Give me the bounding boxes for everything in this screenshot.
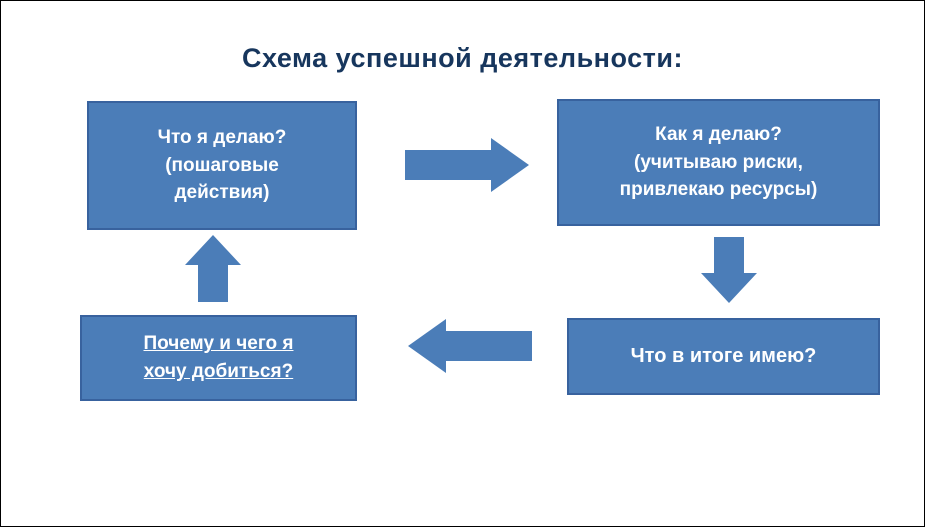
arrow-right-head bbox=[491, 138, 529, 192]
arrow-down-head bbox=[701, 273, 757, 303]
arrow-right-icon bbox=[405, 138, 529, 192]
arrow-down-shaft bbox=[714, 237, 744, 273]
arrow-left-head bbox=[408, 319, 446, 373]
arrow-left-shaft bbox=[446, 331, 532, 361]
box-how-i-do: Как я делаю? (учитываю риски, привлекаю … bbox=[557, 99, 880, 226]
arrow-right-shaft bbox=[405, 150, 491, 180]
box-why-and-goal-label: Почему и чего я хочу добиться? bbox=[143, 333, 294, 382]
arrow-up-icon bbox=[185, 235, 241, 302]
box-what-i-do-label: Что я делаю? (пошаговые действия) bbox=[157, 127, 287, 204]
box-what-i-do: Что я делаю? (пошаговые действия) bbox=[87, 101, 357, 230]
arrow-up-head bbox=[185, 235, 241, 265]
arrow-up-shaft bbox=[198, 265, 228, 302]
arrow-down-icon bbox=[701, 237, 757, 303]
diagram-title: Схема успешной деятельности: bbox=[242, 43, 683, 73]
box-result: Что в итоге имею? bbox=[567, 318, 880, 395]
box-why-and-goal: Почему и чего я хочу добиться? bbox=[80, 315, 357, 401]
box-result-label: Что в итоге имею? bbox=[630, 345, 817, 367]
arrow-left-icon bbox=[408, 319, 532, 373]
box-how-i-do-label: Как я делаю? (учитываю риски, привлекаю … bbox=[619, 124, 818, 201]
